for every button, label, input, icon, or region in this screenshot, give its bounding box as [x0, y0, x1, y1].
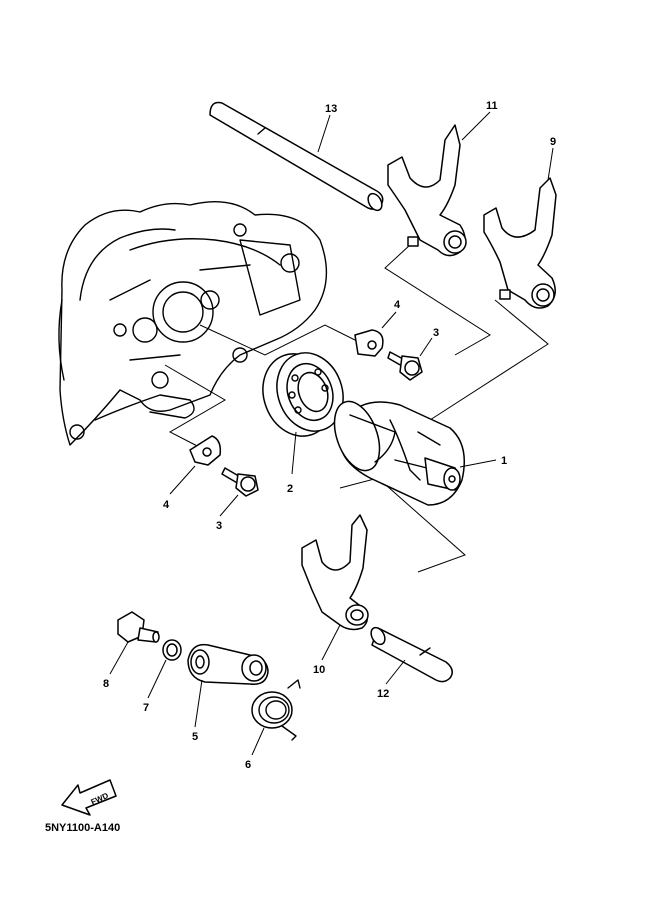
callout-3-upper: 3 — [433, 327, 439, 339]
part-8-bolt — [117, 611, 160, 643]
part-3-lower-screw — [221, 467, 259, 497]
part-13-shaft — [209, 101, 384, 212]
part-10-shift-fork — [301, 514, 369, 631]
callout-2: 2 — [287, 483, 293, 495]
callout-5: 5 — [192, 731, 198, 743]
callout-3-lower: 3 — [216, 520, 222, 532]
callout-12: 12 — [377, 688, 389, 700]
callout-leaders — [109, 111, 554, 756]
crankcase-outline — [58, 200, 328, 446]
assembly-lines — [164, 244, 549, 573]
part-7-collar — [162, 639, 182, 661]
part-9-shift-fork — [483, 177, 557, 309]
callout-8: 8 — [103, 678, 109, 690]
fwd-arrow-icon: FWD — [61, 779, 117, 816]
callout-labels: 1 2 3 3 4 4 5 6 7 8 9 10 11 12 13 — [103, 100, 556, 771]
part-5-lever — [187, 643, 269, 685]
part-2-bearing — [262, 352, 344, 437]
part-6-spring — [251, 679, 301, 741]
diagram-code: 5NY1100-A140 — [45, 822, 121, 834]
callout-7: 7 — [143, 702, 149, 714]
callout-4-upper: 4 — [394, 299, 401, 311]
callout-10: 10 — [313, 664, 325, 676]
part-1-shift-drum — [333, 400, 465, 506]
callout-13: 13 — [325, 103, 337, 115]
callout-6: 6 — [245, 759, 251, 771]
callout-11: 11 — [486, 100, 498, 112]
callout-4-lower: 4 — [163, 499, 170, 511]
part-4-upper-stopper — [354, 329, 384, 357]
part-3-upper-screw — [387, 351, 423, 381]
callout-9: 9 — [550, 136, 556, 148]
part-11-shift-fork — [387, 124, 467, 257]
part-12-shaft — [370, 626, 453, 683]
part-4-lower-stopper — [189, 435, 222, 466]
callout-1: 1 — [501, 455, 507, 467]
